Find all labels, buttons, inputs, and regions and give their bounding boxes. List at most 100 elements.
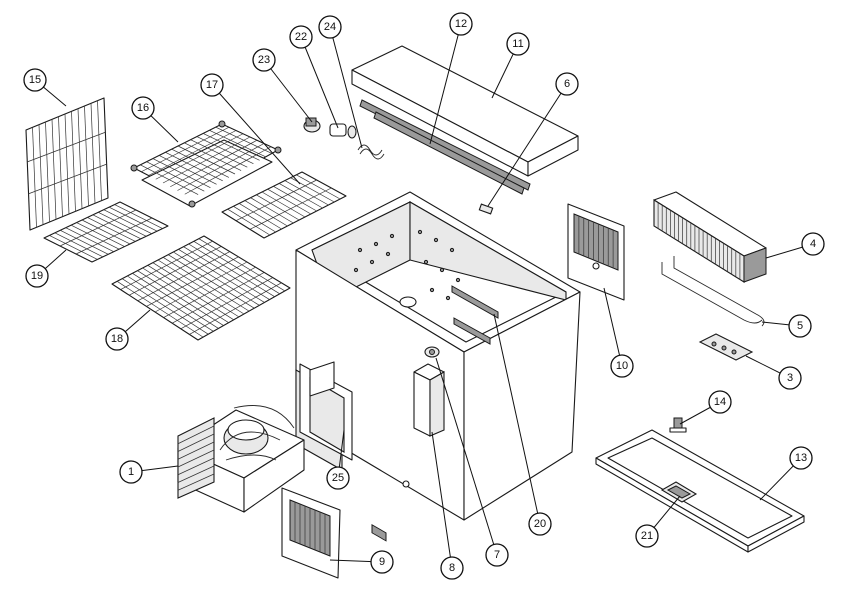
callout-label: 19: [31, 270, 43, 282]
callout-label: 25: [332, 472, 344, 484]
hatch-line: [108, 206, 158, 232]
callout-label: 21: [641, 530, 653, 542]
part-rear-grille: [567, 203, 625, 301]
cabinet-hole: [445, 295, 451, 301]
hatch-line: [103, 209, 152, 235]
hatch-line: [114, 204, 163, 229]
cabinet-hole: [449, 247, 455, 253]
hatch-line: [120, 240, 213, 290]
callout-label: 5: [797, 320, 803, 332]
hatch-line: [98, 211, 147, 237]
callout-label: 18: [111, 333, 123, 345]
hatch-line: [177, 441, 215, 460]
callout-22: 22: [289, 25, 313, 49]
hatch-line: [59, 209, 137, 247]
callout-15: 15: [23, 68, 47, 92]
callout-label: 23: [258, 54, 270, 66]
callout-1: 1: [119, 460, 143, 484]
part-wire-shelf-small: [43, 201, 169, 263]
part-door-handle: [660, 481, 698, 503]
hatch-line: [244, 200, 288, 227]
cabinet-hole: [353, 267, 359, 273]
part-lid-pin: [478, 203, 494, 215]
hatch-line: [92, 214, 142, 240]
hatch-line: [177, 433, 215, 452]
hatch-line: [64, 113, 70, 215]
hatch-line: [163, 266, 256, 318]
cabinet-hole: [357, 247, 363, 253]
part-duct-box: [413, 363, 445, 437]
hatch-line: [87, 217, 136, 242]
callout-8: 8: [440, 556, 464, 580]
hatch-line: [70, 224, 120, 250]
callout-21: 21: [635, 524, 659, 548]
hatch-line: [51, 119, 57, 220]
callout-label: 3: [787, 372, 793, 384]
callout-20: 20: [528, 512, 552, 536]
hatch-line: [71, 111, 76, 212]
callout-14: 14: [708, 390, 732, 414]
hatch-line: [38, 124, 44, 225]
callout-label: 24: [324, 21, 336, 33]
part-hinge-pin: [669, 417, 687, 433]
hatch-line: [284, 180, 329, 206]
part-lid: [351, 45, 579, 177]
hatch-line: [177, 425, 215, 445]
hatch-line: [278, 183, 323, 209]
hatch-line: [84, 105, 89, 207]
part-heater-tube: [661, 256, 765, 327]
part-small-fittings: [303, 117, 385, 160]
hatch-line: [180, 277, 273, 330]
hatch-line: [129, 246, 222, 296]
callout-4: 4: [801, 232, 825, 256]
hatch-line: [261, 191, 306, 218]
hatch-line: [233, 205, 276, 233]
callout-11: 11: [506, 32, 530, 56]
hatch-line: [60, 229, 109, 255]
hatch-line: [146, 256, 239, 307]
callout-5: 5: [788, 314, 812, 338]
hatch-line: [249, 187, 332, 230]
hatch-line: [177, 473, 215, 491]
hatch-line: [267, 188, 312, 215]
callout-label: 20: [534, 518, 546, 530]
part-wire-shelf-large: [111, 235, 291, 341]
part-door-frame: [595, 429, 805, 553]
hatch-line: [137, 251, 230, 302]
callout-18: 18: [105, 327, 129, 351]
callout-17: 17: [200, 73, 224, 97]
hatch-line: [148, 130, 237, 176]
hatch-line: [177, 457, 215, 476]
hatch-line: [170, 139, 258, 188]
hatch-line: [155, 133, 244, 180]
hatch-line: [177, 465, 215, 483]
callout-label: 7: [494, 549, 500, 561]
part-wire-rack-tall: [25, 97, 109, 231]
callout-23: 23: [252, 48, 276, 72]
callout-24: 24: [318, 15, 342, 39]
hatch-line: [273, 185, 317, 212]
callout-label: 22: [295, 31, 307, 43]
hatch-line: [154, 261, 248, 313]
callout-label: 14: [714, 396, 726, 408]
hatch-line: [296, 174, 341, 200]
callout-16: 16: [131, 96, 155, 120]
hatch-line: [81, 219, 131, 245]
cabinet-hole: [369, 259, 375, 265]
callout-13: 13: [789, 446, 813, 470]
hatch-line: [177, 143, 265, 191]
cabinet-hole: [389, 233, 395, 239]
callout-12: 12: [449, 12, 473, 36]
callout-label: 1: [128, 466, 134, 478]
callout-label: 11: [512, 38, 523, 50]
hatch-line: [76, 222, 125, 247]
part-cabinet: [295, 191, 581, 542]
hatch-line: [49, 235, 98, 260]
part-thermostat-fitting: [424, 346, 440, 358]
hatch-line: [250, 197, 294, 224]
callout-25: 25: [326, 466, 350, 490]
part-gasket-strips: [359, 99, 531, 195]
part-front-grille: [281, 487, 341, 579]
callout-label: 6: [564, 78, 570, 90]
